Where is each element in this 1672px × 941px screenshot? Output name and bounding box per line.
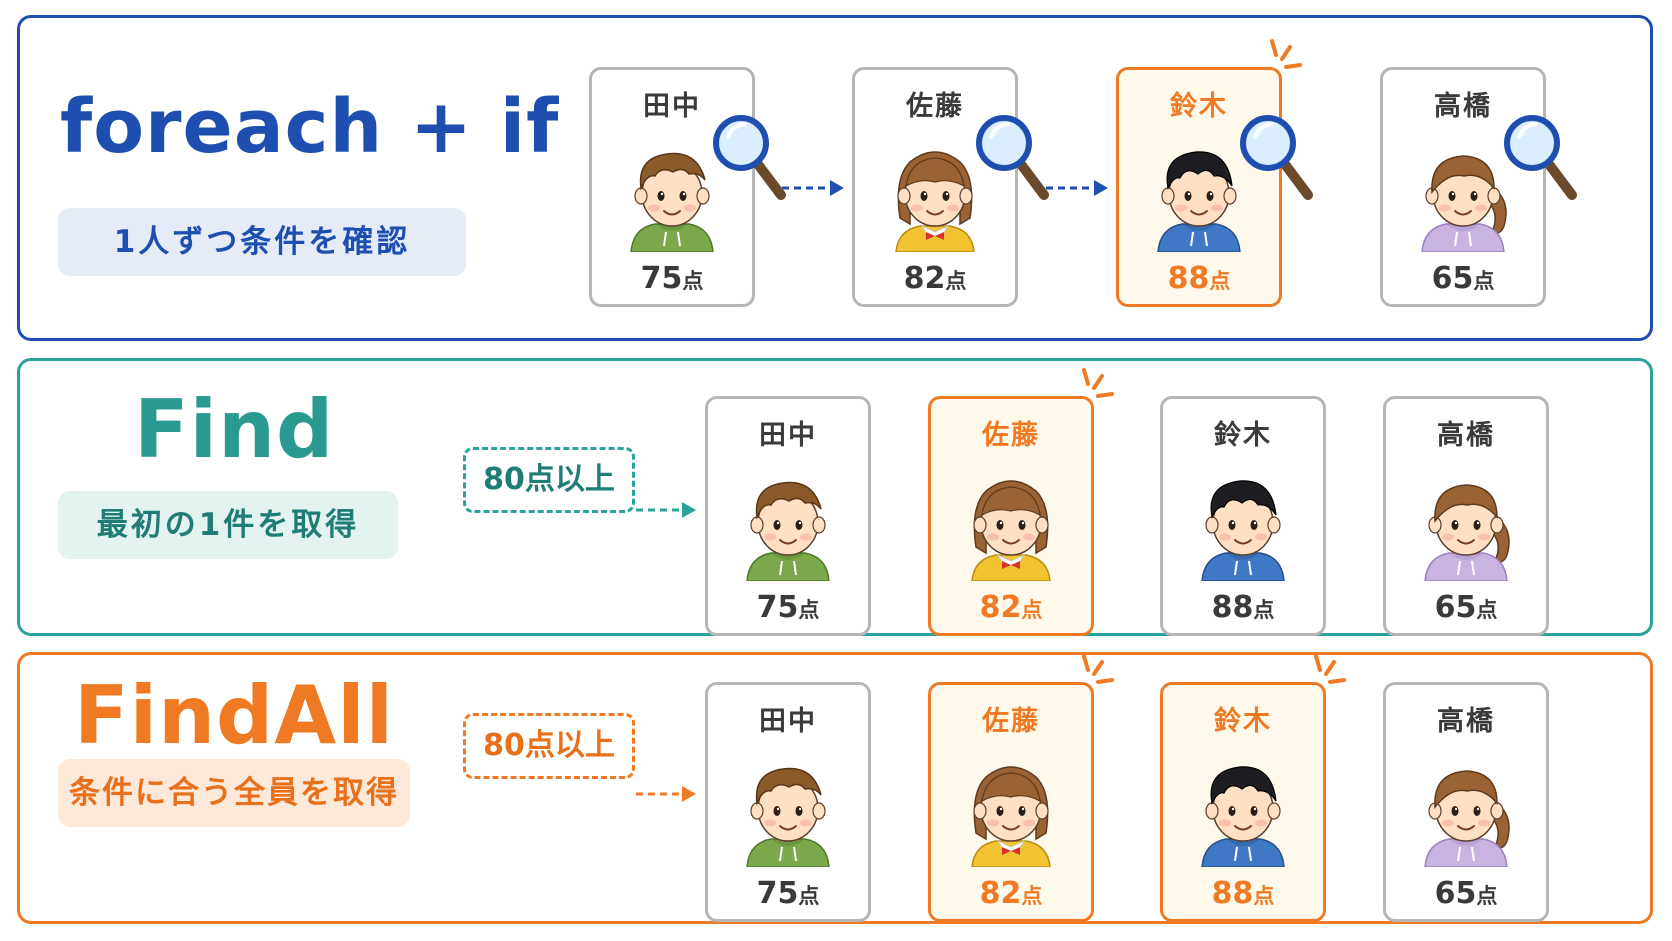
- foreach-if-title: foreach + if: [60, 84, 560, 170]
- score-unit: 点: [1209, 269, 1231, 293]
- findall-condition-box: 80点以上: [463, 713, 635, 779]
- student-score: 75点: [708, 876, 868, 911]
- score-value: 82: [979, 590, 1022, 625]
- score-unit: 点: [1473, 269, 1495, 293]
- arrow-right-icon: [1046, 180, 1108, 196]
- score-value: 65: [1434, 876, 1477, 911]
- student-card: 鈴木 88点: [1116, 67, 1282, 307]
- score-value: 75: [756, 590, 799, 625]
- student-avatar-icon: [1421, 155, 1507, 252]
- score-value: 88: [1211, 590, 1254, 625]
- student-card: 高橋 65点: [1383, 396, 1549, 636]
- score-value: 65: [1434, 590, 1477, 625]
- student-score: 65点: [1383, 261, 1543, 296]
- score-unit: 点: [1476, 884, 1498, 908]
- score-value: 75: [756, 876, 799, 911]
- foreach-if-subtitle: 1人ずつ条件を確認: [58, 208, 466, 276]
- find-title: Find: [134, 383, 335, 476]
- magnifier-icon: [974, 111, 1052, 207]
- find-subtitle: 最初の1件を取得: [58, 491, 398, 559]
- student-card: 佐藤 82点: [928, 396, 1094, 636]
- score-unit: 点: [1021, 884, 1043, 908]
- score-value: 82: [979, 876, 1022, 911]
- student-name: 佐藤: [906, 91, 964, 122]
- student-avatar-icon: [1201, 480, 1285, 581]
- arrow-right-icon: [636, 786, 696, 802]
- student-name: 田中: [643, 91, 701, 122]
- student-name: 高橋: [1437, 420, 1495, 451]
- student-avatar-icon: [1157, 151, 1241, 252]
- student-card: 佐藤 82点: [928, 682, 1094, 922]
- score-value: 75: [640, 261, 683, 296]
- student-card: 佐藤 82点: [852, 67, 1018, 307]
- student-card: 高橋 65点: [1383, 682, 1549, 922]
- find-condition-box: 80点以上: [463, 447, 635, 513]
- arrow-right-icon: [636, 502, 696, 518]
- student-avatar-icon: [971, 766, 1051, 867]
- student-avatar-icon: [971, 480, 1051, 581]
- findall-subtitle: 条件に合う全員を取得: [58, 759, 410, 827]
- student-avatar-icon: [746, 767, 830, 867]
- sparkle-icon: [1076, 652, 1116, 700]
- magnifier-icon: [711, 111, 789, 207]
- score-unit: 点: [682, 269, 704, 293]
- sparkle-icon: [1308, 652, 1348, 700]
- score-unit: 点: [945, 269, 967, 293]
- student-name: 佐藤: [982, 420, 1040, 451]
- student-score: 88点: [1163, 876, 1323, 911]
- student-score: 88点: [1119, 261, 1279, 296]
- student-name: 鈴木: [1170, 91, 1228, 122]
- student-name: 田中: [759, 420, 817, 451]
- student-score: 75点: [708, 590, 868, 625]
- student-card: 田中 75点: [589, 67, 755, 307]
- score-unit: 点: [1253, 884, 1275, 908]
- student-avatar-icon: [1424, 770, 1510, 867]
- student-card: 高橋 65点: [1380, 67, 1546, 307]
- student-score: 82点: [931, 876, 1091, 911]
- arrow-right-icon: [782, 180, 844, 196]
- sparkle-icon: [1076, 366, 1116, 414]
- score-value: 88: [1211, 876, 1254, 911]
- score-value: 65: [1431, 261, 1474, 296]
- student-score: 82点: [931, 590, 1091, 625]
- score-value: 88: [1167, 261, 1210, 296]
- student-avatar-icon: [630, 152, 714, 252]
- magnifier-icon: [1502, 111, 1580, 207]
- student-card: 田中 75点: [705, 396, 871, 636]
- score-unit: 点: [1476, 598, 1498, 622]
- student-name: 佐藤: [982, 706, 1040, 737]
- findall-title: FindAll: [74, 669, 395, 762]
- student-name: 鈴木: [1214, 706, 1272, 737]
- student-avatar-icon: [1424, 484, 1510, 581]
- student-score: 88点: [1163, 590, 1323, 625]
- score-unit: 点: [798, 598, 820, 622]
- student-name: 高橋: [1437, 706, 1495, 737]
- score-unit: 点: [1253, 598, 1275, 622]
- student-avatar-icon: [1201, 766, 1285, 867]
- student-score: 65点: [1386, 590, 1546, 625]
- student-card: 鈴木 88点: [1160, 396, 1326, 636]
- student-name: 高橋: [1434, 91, 1492, 122]
- score-unit: 点: [798, 884, 820, 908]
- student-score: 65点: [1386, 876, 1546, 911]
- student-card: 鈴木 88点: [1160, 682, 1326, 922]
- student-name: 田中: [759, 706, 817, 737]
- score-unit: 点: [1021, 598, 1043, 622]
- student-card: 田中 75点: [705, 682, 871, 922]
- student-score: 75点: [592, 261, 752, 296]
- student-name: 鈴木: [1214, 420, 1272, 451]
- sparkle-icon: [1264, 37, 1304, 85]
- student-avatar-icon: [895, 151, 975, 252]
- student-avatar-icon: [746, 481, 830, 581]
- magnifier-icon: [1238, 111, 1316, 207]
- student-score: 82点: [855, 261, 1015, 296]
- score-value: 82: [903, 261, 946, 296]
